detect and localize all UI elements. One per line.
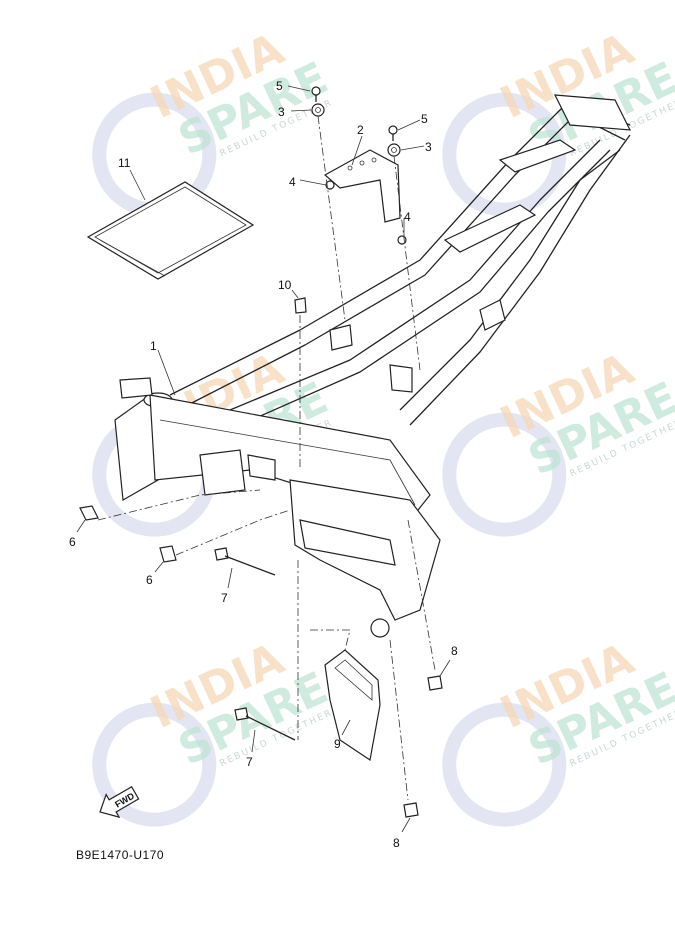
callout-5: 5: [421, 112, 428, 126]
leader-dash-lines: [97, 115, 436, 801]
callout-3: 3: [278, 105, 285, 119]
part-9-cover: [324, 649, 381, 762]
watermark: INDIA SPARE REBUILD TOGETHER: [442, 634, 675, 827]
callout-labels: 1 2 3 3 4 4 5 5 6 6 7 7 8 8 9 10 11: [69, 79, 458, 850]
fwd-arrow-icon: FWD: [99, 785, 140, 819]
part-2-bracket: [323, 149, 401, 223]
callout-3: 3: [425, 140, 432, 154]
callout-1: 1: [150, 339, 157, 353]
callout-8: 8: [393, 836, 400, 850]
callout-6: 6: [146, 573, 153, 587]
callout-4: 4: [404, 210, 411, 224]
diagram-code: B9E1470-U170: [76, 848, 165, 862]
callout-7: 7: [246, 755, 253, 769]
callout-10: 10: [278, 278, 292, 292]
callout-leaders: [76, 85, 451, 833]
callout-6: 6: [69, 535, 76, 549]
watermark: INDIA SPARE REBUILD TOGETHER: [92, 24, 336, 217]
callout-8: 8: [451, 644, 458, 658]
callout-9: 9: [334, 737, 341, 751]
callout-11: 11: [118, 156, 131, 170]
watermark: INDIA SPARE REBUILD TOGETHER: [442, 344, 675, 537]
callout-2: 2: [357, 123, 364, 137]
callout-5: 5: [276, 79, 283, 93]
callout-4: 4: [289, 175, 296, 189]
main-frame: [114, 94, 632, 638]
part-11-sheet: [86, 181, 255, 280]
callout-7: 7: [221, 591, 228, 605]
